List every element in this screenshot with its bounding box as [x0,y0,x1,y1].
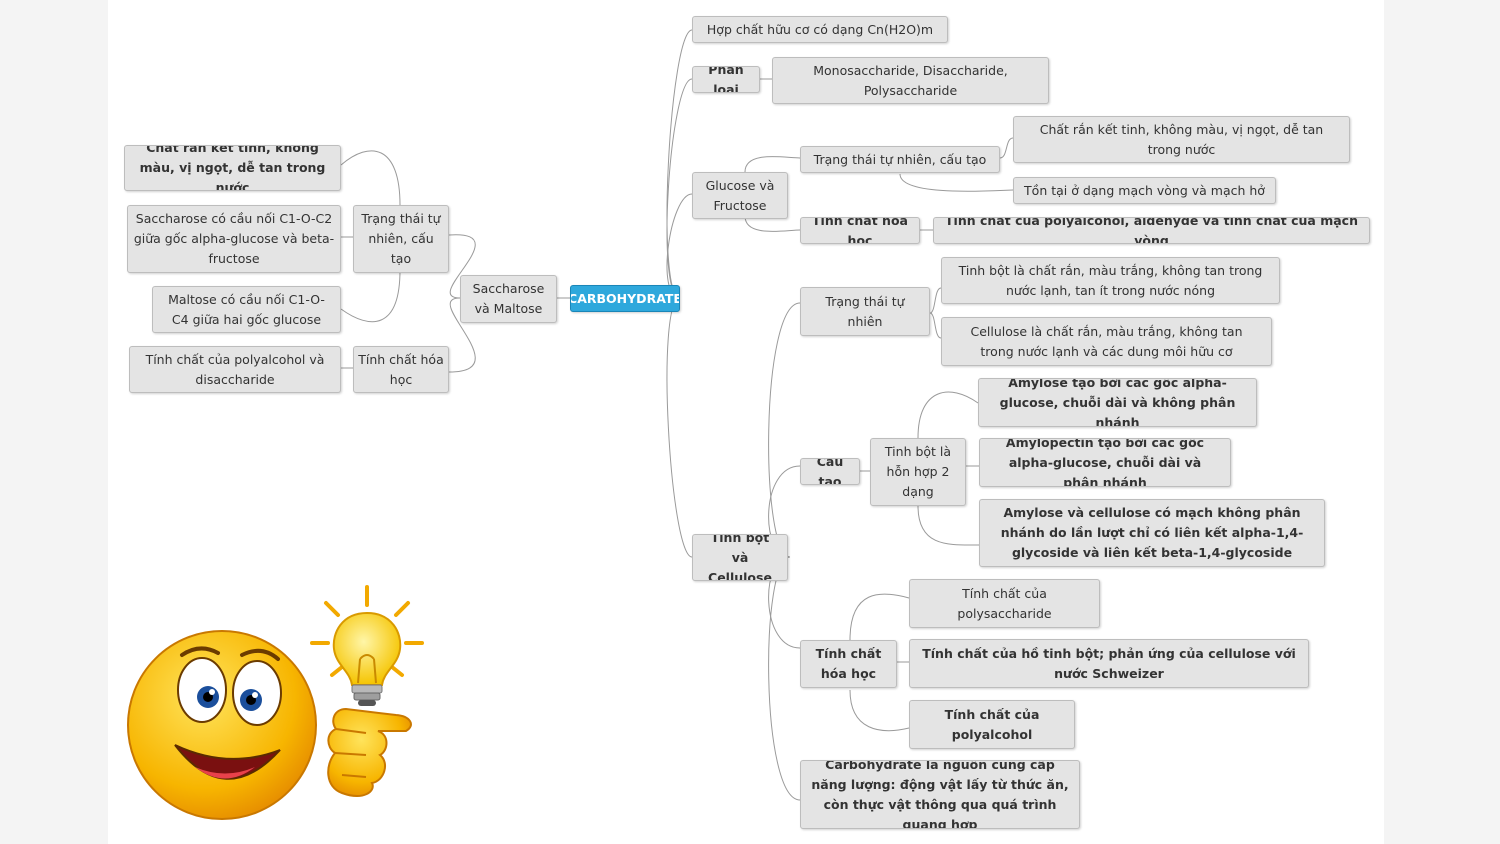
root-node[interactable]: CARBOHYDRATE [570,285,680,312]
starch-natural-item-1[interactable]: Tinh bột là chất rắn, màu trắng, không t… [941,257,1280,304]
saccharose-natural-item-3[interactable]: Maltose có cầu nối C1-O-C4 giữa hai gốc … [152,286,341,333]
saccharose-maltose-node[interactable]: Saccharose và Maltose [460,275,557,323]
amylopectin-node[interactable]: Amylopectin tạo bởi các gốc alpha-glucos… [979,438,1231,487]
unbranched-note-node[interactable]: Amylose và cellulose có mạch không phân … [979,499,1325,567]
polyalcohol-property-node[interactable]: Tính chất của polyalcohol [909,700,1075,749]
saccharose-chemical-value[interactable]: Tính chất của polyalcohol và disaccharid… [129,346,341,393]
glucose-chemical-node[interactable]: Tính chất hóa học [800,217,920,244]
pointing-hand-icon [327,707,412,797]
saccharose-natural-item-1[interactable]: Chất rắn kết tinh, không màu, vị ngọt, d… [124,145,341,191]
classification-value-node[interactable]: Monosaccharide, Disaccharide, Polysaccha… [772,57,1049,104]
glucose-natural-item-2[interactable]: Tồn tại ở dạng mạch vòng và mạch hở [1013,177,1276,204]
glucose-fructose-node[interactable]: Glucose và Fructose [692,172,788,219]
glucose-chemical-value[interactable]: Tính chất của polyalcohol, aldehyde và t… [933,217,1370,244]
starch-natural-item-2[interactable]: Cellulose là chất rắn, màu trắng, không … [941,317,1272,366]
starch-chemical-node[interactable]: Tính chất hóa học [800,640,897,688]
starch-cellulose-node[interactable]: Tinh bột và Cellulose [692,534,788,581]
smiley-face-icon [127,630,317,820]
starch-paste-node[interactable]: Tính chất của hồ tinh bột; phản ứng của … [909,639,1309,688]
light-bulb-icon [310,585,424,706]
starch-natural-state-node[interactable]: Trạng thái tự nhiên [800,287,930,336]
starch-two-forms-node[interactable]: Tinh bột là hỗn hợp 2 dạng [870,438,966,506]
thinking-emoji-illustration [127,585,424,820]
saccharose-chemical-node[interactable]: Tính chất hóa học [353,346,449,393]
starch-structure-node[interactable]: Cấu tạo [800,458,860,485]
glucose-natural-item-1[interactable]: Chất rắn kết tinh, không màu, vị ngọt, d… [1013,116,1350,163]
classification-node[interactable]: Phân loại [692,66,760,93]
glucose-natural-state-node[interactable]: Trạng thái tự nhiên, cấu tạo [800,146,1000,173]
polysaccharide-property-node[interactable]: Tính chất của polysaccharide [909,579,1100,628]
saccharose-natural-state-node[interactable]: Trạng thái tự nhiên, cấu tạo [353,205,449,273]
amylose-node[interactable]: Amylose tạo bởi các gốc alpha-glucose, c… [978,378,1257,427]
saccharose-natural-item-2[interactable]: Saccharose có cầu nối C1-O-C2 giữa gốc a… [127,205,341,273]
definition-node[interactable]: Hợp chất hữu cơ có dạng Cn(H2O)m [692,16,948,43]
energy-source-node[interactable]: Carbohydrate là nguồn cung cấp năng lượn… [800,760,1080,829]
